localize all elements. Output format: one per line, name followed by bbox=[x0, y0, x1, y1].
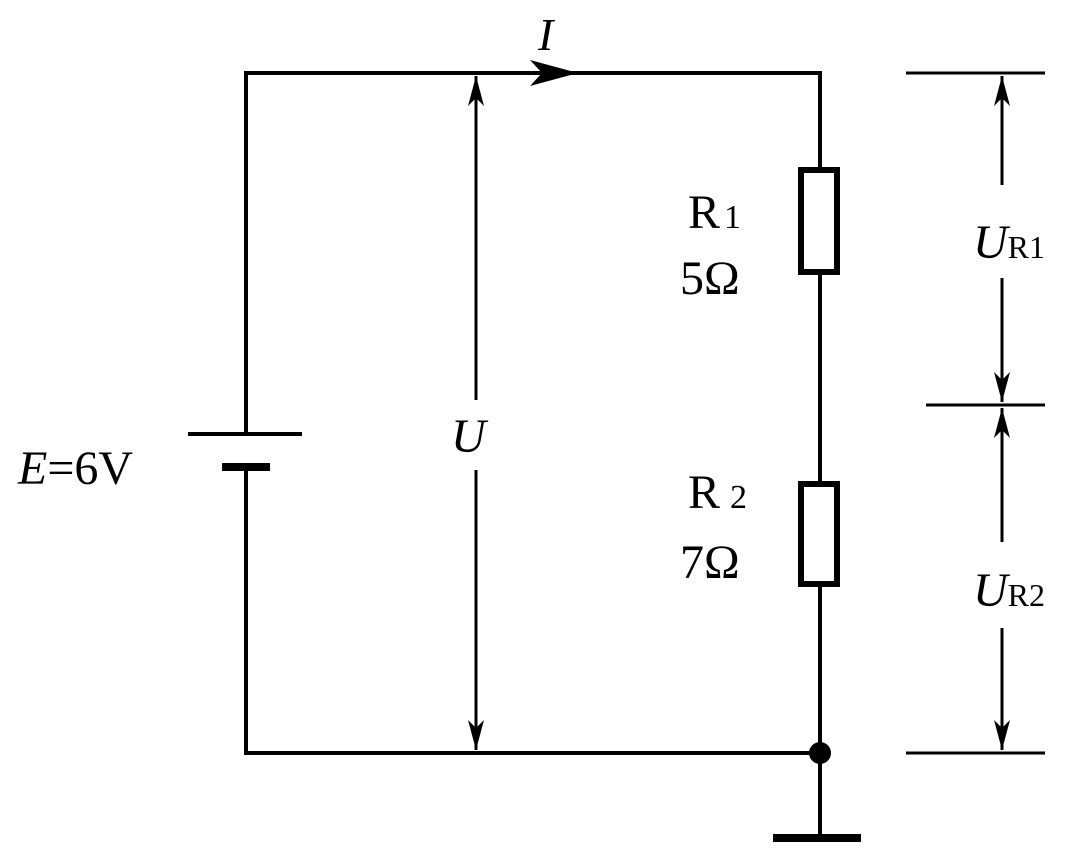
left-wire-bottom bbox=[244, 465, 822, 755]
source-symbol: E bbox=[17, 442, 47, 495]
junction-node bbox=[809, 742, 831, 764]
ur2-label: UR2 bbox=[973, 564, 1045, 617]
source-label: E=6V bbox=[17, 442, 133, 495]
top-wire bbox=[244, 71, 822, 172]
voltage-label: U bbox=[451, 410, 489, 463]
r1-value: 5Ω bbox=[680, 252, 740, 305]
resistor-r1 bbox=[798, 167, 840, 275]
ur1-label: UR1 bbox=[973, 216, 1045, 269]
source-value: =6V bbox=[47, 442, 133, 495]
r2-value: 7Ω bbox=[680, 536, 740, 589]
current-label: I bbox=[537, 9, 556, 60]
current-arrow bbox=[530, 60, 578, 86]
resistor-r2 bbox=[798, 481, 840, 587]
